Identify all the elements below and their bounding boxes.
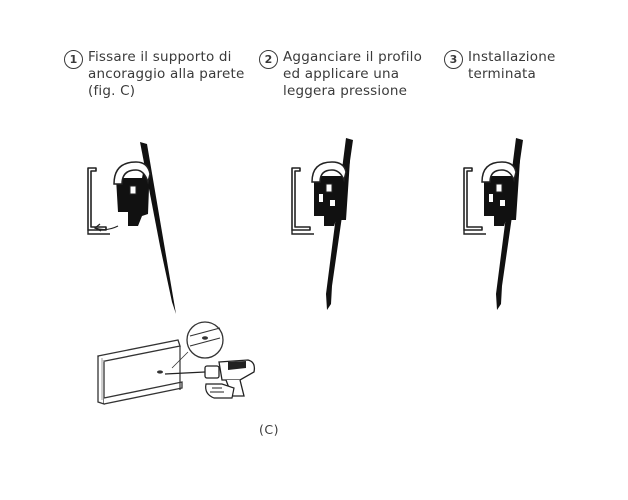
aluminium-profile-icon-2 (311, 137, 354, 311)
step-2-number: 2 (259, 50, 278, 69)
mounting-bracket-icon-2 (291, 167, 315, 235)
step-1-line-1: Fissare il supporto di (88, 49, 232, 65)
step-3-line-1: Installazione (468, 49, 556, 65)
step-3: 3 Installazione terminata (444, 49, 555, 83)
step-1-text: Fissare il supporto di ancoraggio alla p… (88, 49, 245, 100)
step-3-number: 3 (444, 50, 463, 69)
step-2: 2 Agganciare il profilo ed applicare una… (259, 49, 422, 100)
aluminium-profile-icon (113, 142, 176, 314)
magnifier-circle-icon (186, 321, 224, 359)
figure-c (97, 321, 256, 405)
step-2-line-1: Agganciare il profilo (283, 49, 423, 65)
step-1-number: 1 (64, 50, 83, 69)
step-3-text: Installazione terminata (468, 49, 555, 83)
step-2-line-3: leggera pressione (283, 83, 408, 99)
step-3-line-2: terminata (468, 66, 537, 82)
drill-icon (164, 359, 256, 399)
aluminium-profile-icon-3 (481, 137, 524, 311)
step-1-line-3: (fig. C) (88, 83, 136, 99)
step-2-line-2: ed applicare una (283, 66, 400, 82)
step-1: 1 Fissare il supporto di ancoraggio alla… (64, 49, 245, 100)
figure-c-caption: (C) (259, 422, 279, 437)
step-1-line-2: ancoraggio alla parete (88, 66, 245, 82)
figure-3 (463, 137, 524, 311)
step-2-text: Agganciare il profilo ed applicare una l… (283, 49, 422, 100)
figure-1 (87, 142, 176, 314)
figure-2 (291, 137, 354, 311)
